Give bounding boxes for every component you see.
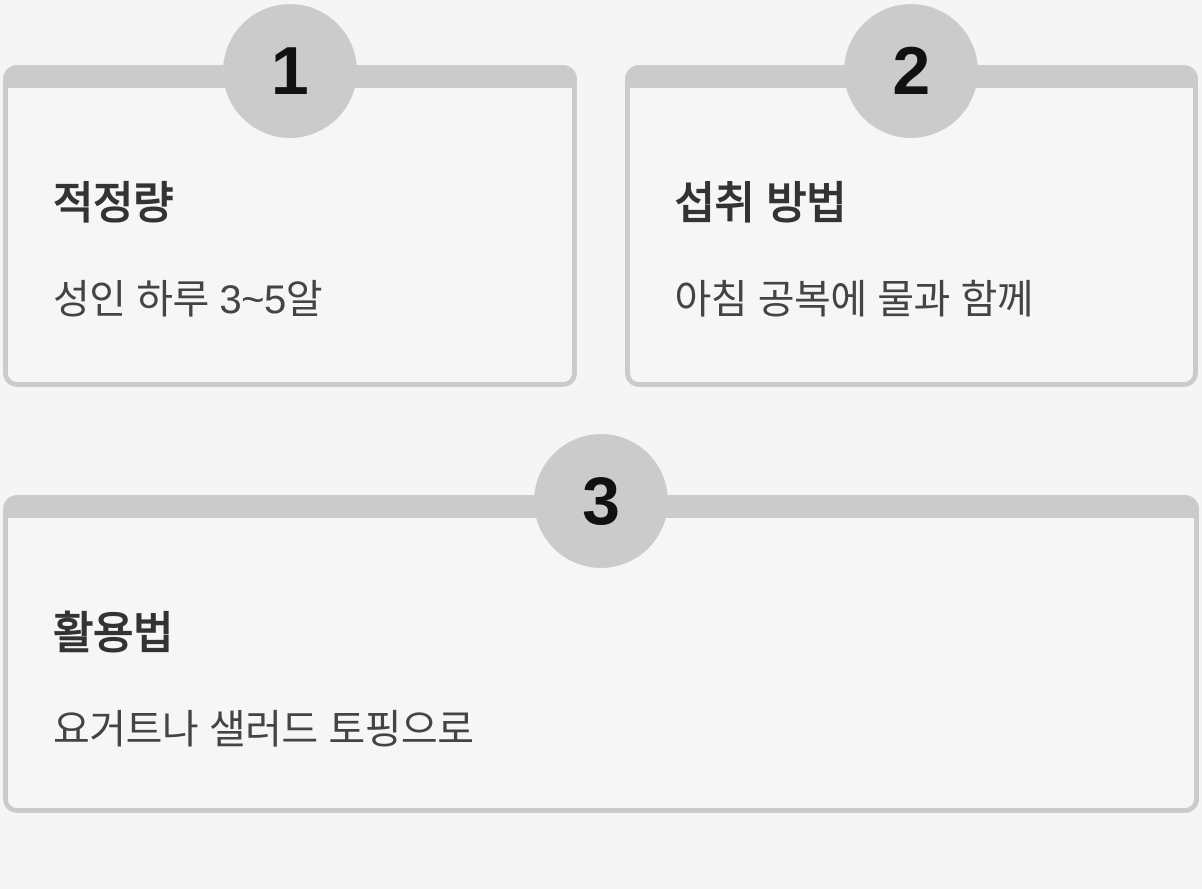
step-number-badge: 1 [222, 4, 357, 138]
step-card-3: 3 활용법 요거트나 샐러드 토핑으로 [3, 434, 1199, 813]
step-card-1: 1 적정량 성인 하루 3~5알 [3, 4, 577, 387]
step-card-2: 2 섭취 방법 아침 공복에 물과 함께 [624, 4, 1198, 387]
step-title: 활용법 [53, 609, 173, 658]
step-title: 적정량 [53, 179, 173, 228]
step-card-content: 활용법 요거트나 샐러드 토핑으로 [8, 518, 1194, 755]
steps-row-top: 1 적정량 성인 하루 3~5알 2 섭취 방법 아침 공복에 물과 함께 [3, 4, 1198, 387]
step-description: 아침 공복에 물과 함께 [674, 278, 1034, 322]
step-number-badge: 3 [534, 434, 668, 568]
step-card-content: 적정량 성인 하루 3~5알 [8, 88, 572, 325]
step-card-content: 섭취 방법 아침 공복에 물과 함께 [630, 88, 1194, 325]
step-number-badge: 2 [844, 4, 979, 138]
steps-row-bottom: 3 활용법 요거트나 샐러드 토핑으로 [3, 434, 1199, 813]
step-title: 섭취 방법 [674, 179, 847, 228]
step-description: 요거트나 샐러드 토핑으로 [53, 708, 474, 752]
step-description: 성인 하루 3~5알 [53, 278, 323, 322]
